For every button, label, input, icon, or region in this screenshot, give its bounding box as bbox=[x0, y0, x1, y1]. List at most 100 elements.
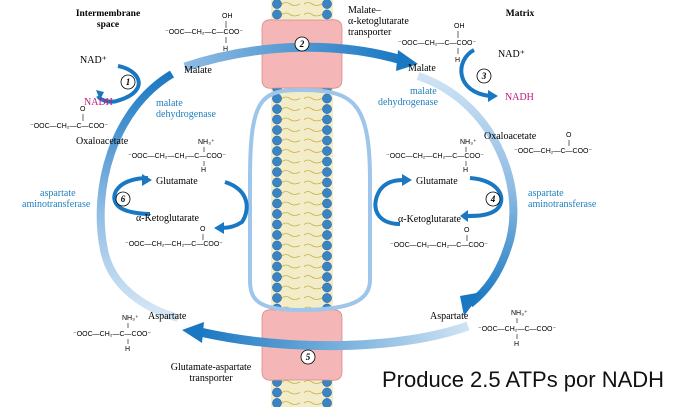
step3-arrow bbox=[459, 48, 491, 98]
right-akg: α-Ketoglutarate bbox=[398, 214, 462, 225]
lipid-head bbox=[322, 219, 332, 230]
lipid-head bbox=[322, 272, 332, 282]
lipid-head bbox=[272, 251, 282, 261]
lipid-head bbox=[272, 177, 282, 188]
lipid-head bbox=[322, 293, 332, 303]
glutamate-left-arrow bbox=[221, 180, 249, 230]
right-aspartate: Aspartate bbox=[430, 311, 469, 322]
right-nad: NAD⁺ bbox=[498, 49, 525, 60]
lipid-head bbox=[272, 272, 282, 282]
ga-transporter-label-2: transporter bbox=[189, 373, 233, 384]
lipid-tail bbox=[281, 380, 301, 384]
step1-arrow bbox=[96, 64, 141, 104]
lipid-head bbox=[272, 156, 282, 167]
right-ast: aspartate bbox=[528, 188, 564, 199]
lipid-tail bbox=[303, 96, 323, 101]
formula-oxaloacetate-right: O ⁻OOC—CH₂—C—COO⁻ bbox=[514, 132, 592, 155]
step-1: 1 bbox=[126, 77, 131, 87]
formula-akg-left: O ⁻OOC—CH₂—CH₂—C—COO⁻ bbox=[125, 226, 223, 248]
right-cycle-arrowhead bbox=[460, 292, 482, 316]
right-malate: Malate bbox=[408, 63, 436, 74]
svg-text:O: O bbox=[566, 132, 572, 139]
lipid-tail bbox=[281, 296, 301, 300]
lipid-head bbox=[322, 398, 332, 408]
right-glutamate: Glutamate bbox=[416, 176, 458, 187]
malate-transport-arrowhead bbox=[396, 50, 418, 71]
lipid-tail bbox=[303, 170, 323, 174]
shuttle-arrows bbox=[96, 42, 518, 351]
lipid-tail bbox=[303, 254, 323, 258]
lipid-tail bbox=[303, 285, 323, 290]
lipid-head bbox=[322, 146, 332, 156]
right-ast-2: aminotransferase bbox=[528, 199, 597, 210]
lipid-head bbox=[322, 198, 332, 209]
mak-transporter-label-2: α-ketoglutarate bbox=[348, 16, 409, 27]
formula-glutamate-left: NH₃⁺ ⁻OOC—CH₂—CH₂—C—COO⁻ H bbox=[128, 139, 226, 174]
lipid-tail bbox=[281, 107, 301, 111]
step-2: 2 bbox=[299, 39, 305, 49]
lipid-tail bbox=[303, 2, 323, 6]
left-glutamate: Glutamate bbox=[156, 176, 198, 187]
svg-text:⁻OOC—CH₂—C—COO⁻: ⁻OOC—CH₂—C—COO⁻ bbox=[165, 29, 243, 36]
left-nadh: NADH bbox=[84, 97, 113, 108]
lipid-tail bbox=[281, 180, 301, 185]
lipid-head bbox=[322, 156, 332, 167]
lipid-tail bbox=[281, 159, 301, 164]
lipid-head bbox=[272, 282, 282, 293]
lipid-tail bbox=[281, 149, 301, 153]
left-cycle-arc bbox=[96, 70, 180, 322]
lipid-head bbox=[272, 125, 282, 135]
formula-glutamate-right: NH₃⁺ ⁻OOC—CH₂—CH₂—C—COO⁻ H bbox=[386, 139, 484, 174]
lipid-tail bbox=[303, 128, 323, 132]
lipid-tail bbox=[281, 96, 301, 101]
lipid-head bbox=[322, 188, 332, 198]
svg-text:⁻OOC—CH₂—C—COO⁻: ⁻OOC—CH₂—C—COO⁻ bbox=[478, 326, 556, 333]
right-mdh: malate bbox=[410, 86, 437, 97]
right-nadh: NADH bbox=[505, 92, 534, 103]
lipid-head bbox=[322, 282, 332, 293]
lipid-tail bbox=[281, 191, 301, 195]
svg-text:NH₃⁺: NH₃⁺ bbox=[122, 315, 139, 322]
step6-arrow bbox=[112, 176, 151, 216]
formula-oxaloacetate-left: O ⁻OOC—CH₂—C—COO⁻ bbox=[30, 106, 108, 130]
step-5: 5 bbox=[306, 352, 311, 362]
lipid-head bbox=[322, 230, 332, 240]
mak-transporter-label: Malate– bbox=[348, 5, 382, 16]
lipid-tail bbox=[303, 296, 323, 300]
lipid-tail bbox=[303, 212, 323, 216]
lipid-tail bbox=[281, 390, 301, 395]
left-oxaloacetate: Oxaloacetate bbox=[76, 136, 129, 147]
lipid-tail bbox=[281, 201, 301, 206]
lipid-tail bbox=[303, 138, 323, 143]
svg-text:O: O bbox=[464, 227, 470, 234]
lipid-tail bbox=[281, 254, 301, 258]
left-ast: aspartate bbox=[40, 188, 76, 199]
svg-text:H: H bbox=[223, 46, 228, 53]
lipid-head bbox=[322, 387, 332, 398]
lipid-tail bbox=[281, 285, 301, 290]
lipid-tail bbox=[303, 233, 323, 237]
lipid-tail bbox=[303, 201, 323, 206]
formula-malate-left: OH ⁻OOC—CH₂—C—COO⁻ H bbox=[165, 13, 243, 53]
svg-text:H: H bbox=[514, 341, 519, 348]
formula-aspartate-left: NH₃⁺ ⁻OOC—CH₂—C—COO⁻ H bbox=[73, 315, 151, 353]
lipid-head bbox=[272, 198, 282, 209]
lipid-head bbox=[272, 114, 282, 125]
lipid-head bbox=[272, 261, 282, 272]
lipid-tail bbox=[303, 390, 323, 395]
left-mdh: malate bbox=[156, 98, 183, 109]
lipid-head bbox=[272, 135, 282, 146]
mak-transporter-label-3: transporter bbox=[348, 27, 392, 38]
lipid-tail bbox=[303, 12, 323, 17]
lipid-tail bbox=[281, 212, 301, 216]
left-ast-2: aminotransferase bbox=[22, 199, 91, 210]
lipid-head bbox=[322, 93, 332, 104]
lipid-head bbox=[272, 9, 282, 20]
lipid-tail bbox=[303, 117, 323, 122]
lipid-head bbox=[272, 0, 282, 9]
lipid-head bbox=[272, 219, 282, 230]
lipid-head bbox=[322, 177, 332, 188]
svg-text:NH₃⁺: NH₃⁺ bbox=[198, 139, 215, 146]
